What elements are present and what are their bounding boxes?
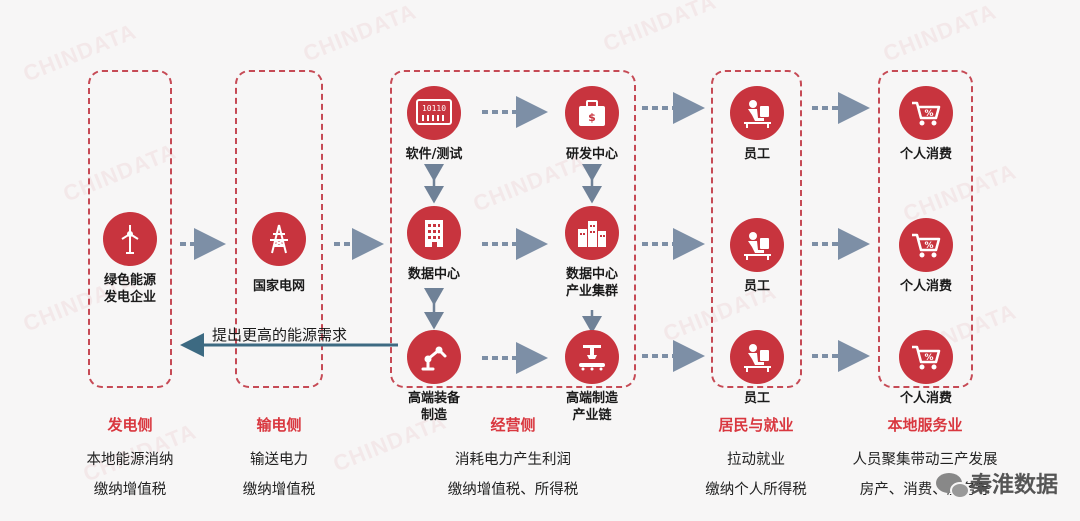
node-label: 员工 — [743, 279, 770, 294]
desc-services-1: 人员聚集带动三产发展 — [852, 452, 998, 468]
category-residents: 居民与就业 — [718, 416, 794, 434]
node-dc-cluster: 数据中心产业集群 — [550, 206, 634, 300]
node-consume-1: % 个人消费 — [884, 86, 968, 163]
briefcase-icon: $ — [565, 86, 619, 140]
shopping-cart-icon: % — [899, 218, 953, 272]
group-box-operation — [390, 70, 636, 388]
worker-at-desk-icon — [730, 330, 784, 384]
brand-name: 秦淮数据 — [969, 473, 1058, 498]
category-operation: 经营侧 — [490, 416, 536, 434]
power-tower-icon — [252, 212, 306, 266]
node-label: 国家电网 — [252, 279, 305, 294]
node-label: 员工 — [743, 147, 770, 162]
node-label: 员工 — [743, 391, 770, 406]
svg-text:$: $ — [588, 111, 596, 124]
node-employee-1: 员工 — [721, 86, 793, 163]
shopping-cart-icon: % — [899, 330, 953, 384]
desc-residents-2: 缴纳个人所得税 — [705, 482, 807, 498]
feedback-label: 提出更高的能源需求 — [212, 326, 348, 344]
node-consume-3: % 个人消费 — [884, 330, 968, 407]
node-label: 个人消费 — [899, 147, 952, 162]
desc-residents-1: 拉动就业 — [727, 452, 785, 468]
binary-code-icon: 10110 — [407, 86, 461, 140]
category-services: 本地服务业 — [887, 416, 963, 434]
node-software-test: 10110 软件/测试 — [392, 86, 476, 163]
node-label: 高端制造 — [565, 391, 618, 406]
node-label: 产业链 — [572, 408, 612, 423]
shopping-cart-icon: % — [899, 86, 953, 140]
node-state-grid: 国家电网 — [239, 212, 319, 295]
desc-transmission-1: 输送电力 — [250, 452, 308, 468]
node-hi-manufacturing: 高端制造产业链 — [550, 330, 634, 424]
svg-text:%: % — [924, 241, 933, 251]
node-label: 个人消费 — [899, 391, 952, 406]
node-label: 绿色能源 — [103, 273, 156, 288]
node-label: 软件/测试 — [405, 147, 463, 162]
desc-operation-2: 缴纳增值税、所得税 — [447, 482, 579, 498]
node-label: 产业集群 — [565, 284, 618, 299]
wind-turbine-icon — [103, 212, 157, 266]
building-icon — [407, 206, 461, 260]
node-consume-2: % 个人消费 — [884, 218, 968, 295]
brand-logo: 秦淮数据 — [935, 467, 1058, 499]
category-transmission: 输电侧 — [256, 416, 302, 434]
group-box-generation — [88, 70, 172, 388]
svg-text:10110: 10110 — [422, 104, 446, 113]
node-green-energy: 绿色能源发电企业 — [90, 212, 170, 306]
desc-operation-1: 消耗电力产生利润 — [455, 452, 571, 468]
node-data-center: 数据中心 — [392, 206, 476, 283]
desc-transmission-2: 缴纳增值税 — [242, 482, 316, 498]
assembly-line-icon — [565, 330, 619, 384]
node-label: 个人消费 — [899, 279, 952, 294]
node-employee-2: 员工 — [721, 218, 793, 295]
worker-at-desk-icon — [730, 218, 784, 272]
category-generation: 发电侧 — [107, 416, 153, 434]
desc-generation-2: 缴纳增值税 — [93, 482, 167, 498]
node-rd-center: $ 研发中心 — [550, 86, 634, 163]
node-label: 数据中心 — [407, 267, 460, 282]
node-label: 制造 — [420, 408, 447, 423]
wechat-icon — [935, 473, 970, 499]
node-label: 数据中心 — [565, 267, 618, 282]
node-employee-3: 员工 — [721, 330, 793, 407]
group-box-transmission — [235, 70, 323, 388]
group-box-services — [878, 70, 973, 388]
node-label: 高端装备 — [407, 391, 460, 406]
svg-text:%: % — [924, 353, 933, 363]
node-hi-equipment: 高端装备制造 — [392, 330, 476, 424]
node-label: 发电企业 — [103, 290, 156, 305]
buildings-cluster-icon — [565, 206, 619, 260]
worker-at-desk-icon — [730, 86, 784, 140]
svg-text:%: % — [924, 109, 933, 119]
robot-arm-icon — [407, 330, 461, 384]
desc-generation-1: 本地能源消纳 — [86, 452, 174, 468]
node-label: 研发中心 — [565, 147, 618, 162]
group-box-residents — [711, 70, 802, 388]
